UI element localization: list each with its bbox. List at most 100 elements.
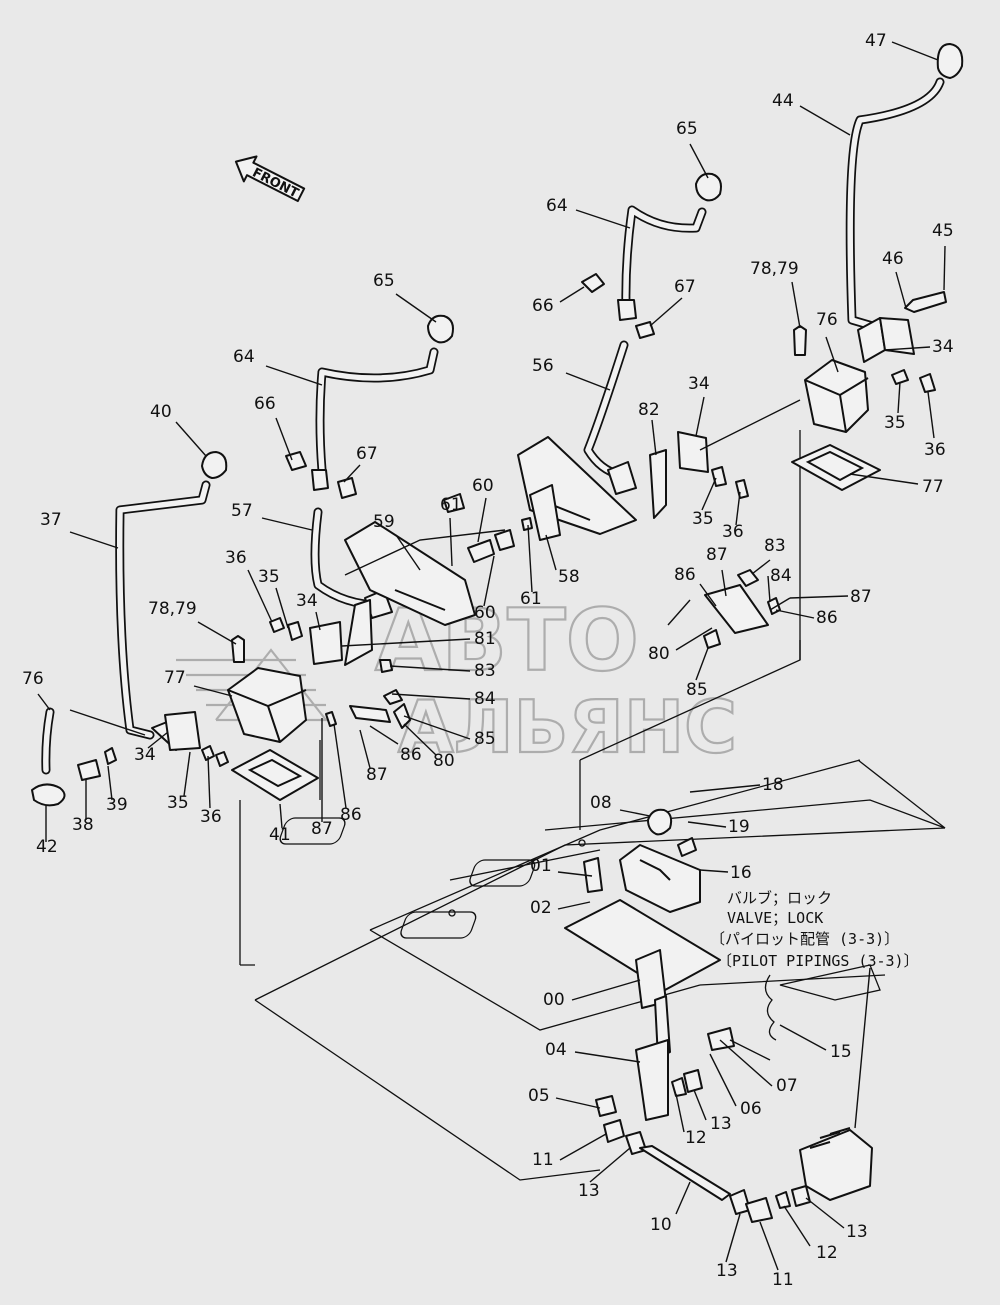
callout-label: 37 [40,510,62,530]
callout-leader [343,464,361,483]
right-lever-assembly [791,43,964,491]
callout-label: 83 [474,661,496,681]
callout-leader [247,569,273,623]
callout-label: 40 [150,402,172,422]
callout-label: 39 [106,795,128,815]
callout-leader [693,1089,707,1121]
callout-label: 60 [474,603,496,623]
callout-label: 05 [528,1086,550,1106]
callout-label: 06 [740,1099,762,1119]
callout-leader [369,725,399,745]
callout-leader [897,381,901,414]
callout-label: 65 [373,271,395,291]
callout-leader [389,665,471,672]
callout-label: 47 [865,31,887,51]
callout-label: 41 [269,825,291,845]
callout-leader [883,346,931,351]
callout-label: 42 [36,837,58,857]
callout-leader [261,517,313,531]
note-pilot-en: 〔PILOT PIPINGS (3-3)〕 [717,952,919,970]
callout-leader [555,1097,601,1109]
callout-leader [695,396,705,437]
callout-label: 84 [474,689,496,709]
callout-leader [275,417,293,461]
knob-47-icon [936,43,964,79]
callout-label: 02 [530,898,552,918]
callout-label: 12 [816,1243,838,1263]
callout-leader [333,723,347,809]
callout-label: 11 [532,1150,554,1170]
callout-leader [107,765,113,801]
callout-label: 76 [22,669,44,689]
callout-label: 66 [532,296,554,316]
callout-label: 87 [366,765,388,785]
callout-label: 84 [770,566,792,586]
callout-leader [735,491,741,526]
callout-leader [565,372,611,391]
callout-leader [849,473,919,485]
callout-label: 81 [474,629,496,649]
callout-label: 64 [233,347,255,367]
callout-leader [767,575,771,603]
callout-label: 59 [373,512,395,532]
callout-label: 13 [578,1181,600,1201]
callout-leader [675,1093,685,1133]
callout-leader [791,281,801,329]
callout-label: 64 [546,196,568,216]
callout-label: 01 [530,856,552,876]
callout-leader [197,621,237,645]
callout-leader [689,784,761,793]
callout-label: 35 [884,413,906,433]
callout-label: 80 [433,751,455,771]
callout-label: 78,79 [750,259,799,279]
callout-label: 34 [688,374,710,394]
callout-label: 07 [776,1076,798,1096]
callout-leader [477,497,487,543]
callout-leader [175,421,207,457]
callout-label: 13 [716,1261,738,1281]
callout-leader [783,1205,811,1247]
callout-label: 85 [474,729,496,749]
callout-label: 16 [730,863,752,883]
callout-label: 38 [72,815,94,835]
callout-leader [699,869,729,873]
lock-valve-assembly [564,808,873,1223]
callout-label: 08 [590,793,612,813]
callout-label: 67 [356,444,378,464]
callout-label: 11 [772,1270,794,1290]
callout-label: 04 [545,1040,567,1060]
callout-leader [719,1039,773,1087]
callout-leader [315,611,321,631]
callout-label: 77 [922,477,944,497]
callout-leader [943,245,946,291]
left-lever-assembly [31,314,533,807]
callout-leader [619,809,651,817]
callout-leader [751,559,771,575]
callout-label: 46 [882,249,904,269]
callout-label: 80 [648,644,670,664]
callouts: 47444546343536777678,7965646667568234353… [22,31,954,1290]
callout-label: 61 [440,495,462,515]
callout-leader [545,534,557,571]
callout-leader [207,755,211,809]
callout-label: 36 [225,548,247,568]
callout-label: 13 [846,1222,868,1242]
front-label: FRONT [250,165,301,201]
callout-leader [775,609,815,619]
callout-label: 36 [200,807,222,827]
callout-leader [193,685,233,697]
callout-label: 35 [258,567,280,587]
middle-lever-assembly [517,172,781,649]
connecting-lines [69,399,801,736]
callout-leader [559,1133,607,1161]
callout-label: 87 [706,545,728,565]
knob-65-left-icon [427,314,454,344]
note-valve-jp: バルブ；ロック [727,889,832,907]
callout-label: 34 [296,591,318,611]
callout-leader [559,286,585,303]
callout-leader [37,693,51,711]
callout-leader [699,583,717,607]
callout-label: 34 [134,745,156,765]
callout-leader [825,336,839,373]
callout-label: 86 [340,805,362,825]
